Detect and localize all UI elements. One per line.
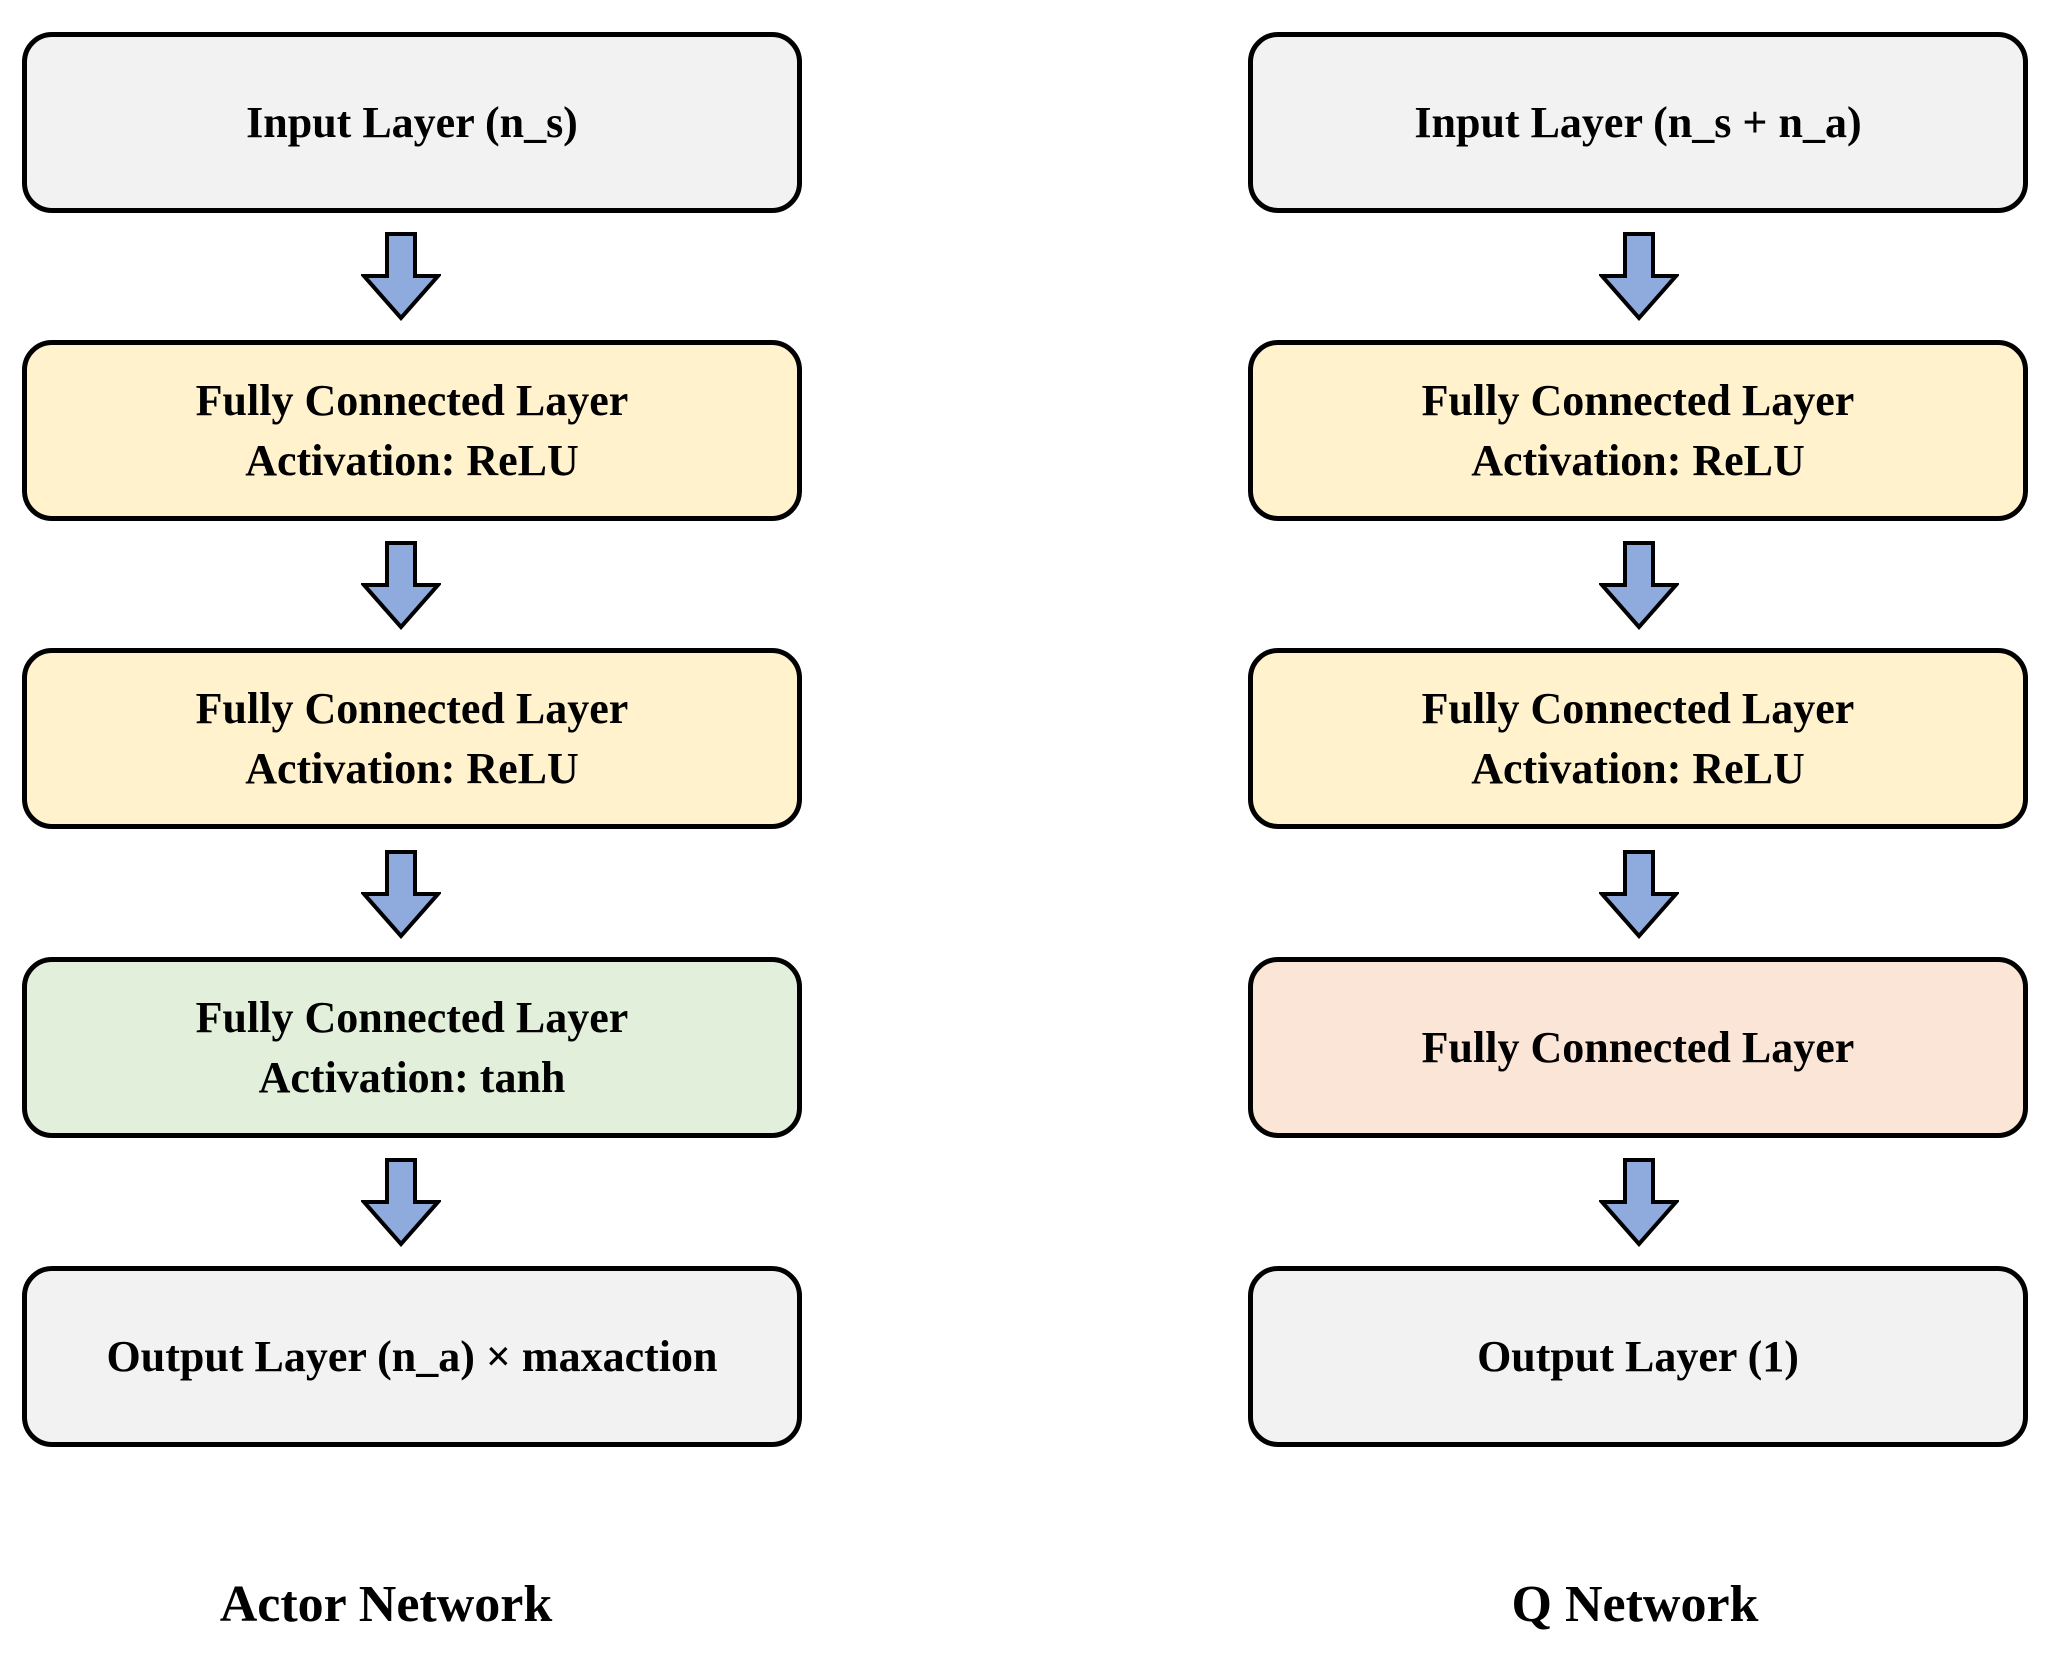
critic-fc-layer-1-activation: Activation: ReLU [1471,435,1805,485]
actor-fc-layer-3-name: Fully Connected Layer [195,992,629,1042]
actor-fc-layer-1: Fully Connected Layer Activation: ReLU [22,340,802,521]
critic-fc-layer-2-name: Fully Connected Layer [1421,683,1855,733]
down-arrow-icon [361,1158,441,1247]
critic-output-layer-label: Output Layer (1) [1477,1331,1799,1381]
critic-fc-layer-2: Fully Connected Layer Activation: ReLU [1248,648,2028,829]
actor-fc-layer-1-name: Fully Connected Layer [195,375,629,425]
actor-fc-layer-2-activation: Activation: ReLU [245,743,579,793]
critic-output-layer: Output Layer (1) [1248,1266,2028,1447]
actor-fc-layer-1-activation: Activation: ReLU [245,435,579,485]
q-network-caption: Q Network [1511,1576,1759,1633]
down-arrow-icon [1599,541,1679,630]
down-arrow-icon [361,850,441,939]
down-arrow-icon [1599,1158,1679,1247]
down-arrow-icon [1599,232,1679,321]
actor-network-caption: Actor Network [219,1576,553,1633]
actor-input-layer-label: Input Layer (n_s) [246,97,578,147]
actor-fc-layer-3: Fully Connected Layer Activation: tanh [22,957,802,1138]
actor-input-layer: Input Layer (n_s) [22,32,802,213]
critic-fc-layer-2-activation: Activation: ReLU [1471,743,1805,793]
actor-output-layer-label: Output Layer (n_a) × maxaction [106,1331,718,1381]
actor-fc-layer-3-activation: Activation: tanh [258,1052,566,1102]
actor-fc-layer-2-name: Fully Connected Layer [195,683,629,733]
critic-fc-layer-3: Fully Connected Layer [1248,957,2028,1138]
critic-fc-layer-3-name: Fully Connected Layer [1421,1022,1855,1072]
actor-output-layer: Output Layer (n_a) × maxaction [22,1266,802,1447]
down-arrow-icon [1599,850,1679,939]
critic-fc-layer-1-name: Fully Connected Layer [1421,375,1855,425]
down-arrow-icon [361,232,441,321]
critic-fc-layer-1: Fully Connected Layer Activation: ReLU [1248,340,2028,521]
critic-input-layer-label: Input Layer (n_s + n_a) [1414,97,1862,147]
critic-input-layer: Input Layer (n_s + n_a) [1248,32,2028,213]
actor-fc-layer-2: Fully Connected Layer Activation: ReLU [22,648,802,829]
down-arrow-icon [361,541,441,630]
